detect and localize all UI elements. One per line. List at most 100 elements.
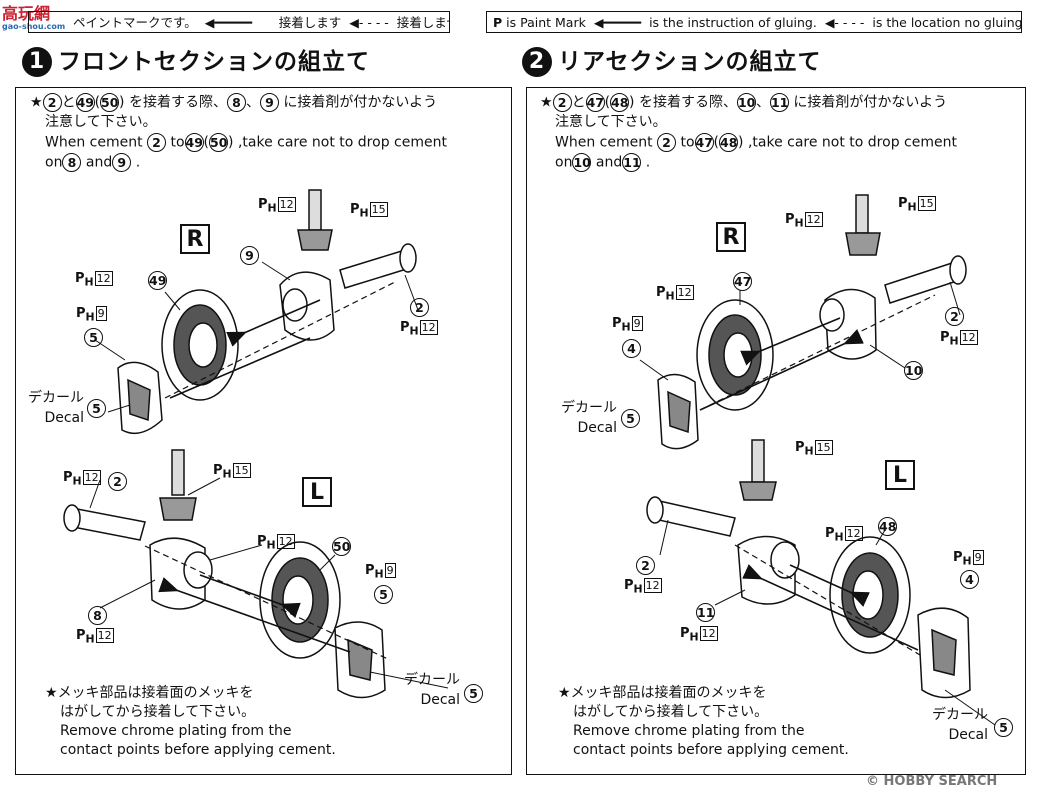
step2-r-brake-disc	[696, 299, 774, 411]
step1-l-axle	[63, 504, 146, 541]
part-label-2: 2	[945, 307, 964, 326]
step2-foot-en-1: Remove chrome plating from the	[573, 723, 805, 739]
part-label-4: 4	[622, 339, 641, 358]
step2-number: 2	[522, 47, 552, 77]
star-icon: ★	[540, 94, 553, 111]
part-label-50: 50	[332, 537, 351, 556]
step1-foot-en-2: contact points before applying cement.	[60, 742, 336, 758]
part-label-4: 4	[960, 570, 979, 589]
part-11: 11	[769, 93, 789, 112]
part-9: 9	[259, 93, 279, 112]
part-48: 48	[610, 93, 630, 112]
step2-l-arrow-upper	[789, 564, 870, 607]
step1-note-en-1: When cement 2 to49(50) ,take care not to…	[45, 133, 447, 152]
step2-l-upright	[737, 439, 800, 605]
part-label-9: 9	[240, 246, 259, 265]
star-icon: ★	[30, 94, 43, 111]
step1-note-jp-2: 注意して下さい。	[45, 114, 157, 130]
part-label-5: 5	[621, 409, 640, 428]
step2-foot-en-2: contact points before applying cement.	[573, 742, 849, 758]
step1-panel	[15, 87, 512, 775]
paint-mark-icon: P	[493, 15, 503, 30]
part-label-2: 2	[636, 556, 655, 575]
step1-title: フロントセクションの組立て	[58, 49, 370, 75]
step2-side-l: L	[885, 460, 915, 490]
credit-watermark: © HOBBY SEARCH	[866, 774, 998, 789]
step1-r-arrow-lower	[169, 337, 311, 399]
legend-en-noglue: is the location no gluing.	[872, 15, 1022, 30]
solid-arrow-icon: ◀━━━━━	[204, 15, 252, 30]
step1-r-brake-disc	[161, 289, 239, 401]
step1-side-r: R	[180, 224, 210, 254]
step2-r-arrow-lower	[699, 329, 864, 411]
part-8: 8	[226, 93, 246, 112]
step2-note-en-1: When cement 2 to47(48) ,take care not to…	[555, 133, 957, 152]
step1-foot-en-1: Remove chrome plating from the	[60, 723, 292, 739]
solid-arrow-icon: ◀━━━━━	[593, 15, 642, 30]
legend-jp-noglue: 接着しません	[396, 15, 449, 30]
step2-l-dash-line	[734, 544, 921, 656]
legend-jp-paint: ペイントマークです。	[73, 15, 197, 30]
step2-foot-jp-2: はがしてから接着して下さい。	[573, 704, 769, 720]
step2-l-arrow-lower	[742, 564, 919, 651]
step2-title: リアセクションの組立て	[558, 49, 822, 75]
star-icon: ★	[45, 685, 58, 701]
step1-side-l: L	[302, 477, 332, 507]
part-label-5: 5	[87, 399, 106, 418]
step1-number: 1	[22, 47, 52, 77]
step1-l-caliper	[334, 621, 386, 699]
part-label-8: 8	[88, 606, 107, 625]
part-label-5: 5	[464, 684, 483, 703]
step1-r-dash-line	[164, 281, 396, 399]
step1-foot-jp-1: ★メッキ部品は接着面のメッキを	[45, 685, 254, 701]
step1-r-caliper	[117, 361, 163, 435]
dashed-arrow-icon: ◀- - - -	[824, 15, 865, 30]
step1-r-axle	[339, 243, 417, 289]
part-label-47: 47	[733, 272, 752, 291]
part-label-2: 2	[108, 472, 127, 491]
step1-l-arrow-upper	[199, 574, 301, 618]
watermark-text: 高玩網	[2, 4, 51, 23]
decal-label: デカール Decal	[932, 707, 988, 743]
part-label-49: 49	[148, 271, 167, 290]
part-label-5: 5	[84, 328, 103, 347]
step1-l-brake-disc	[259, 541, 341, 659]
part-label-10: 10	[904, 361, 923, 380]
copyright-icon: ©	[866, 774, 879, 789]
part-2: 2	[552, 93, 572, 112]
step2-side-r: R	[716, 222, 746, 252]
step2-note-en-2: on10 and11 .	[555, 153, 651, 172]
step1-l-upright	[149, 449, 213, 610]
step2-r-arrow-upper	[740, 317, 841, 366]
legend-japanese: ペイントマークです。 ◀━━━━━ 接着します ◀- - - - 接着しません	[28, 11, 450, 33]
step2-panel	[526, 87, 1026, 775]
step2-r-caliper	[657, 373, 699, 450]
legend-en-glue: is the instruction of gluing.	[649, 15, 817, 30]
step2-foot-jp-1: ★メッキ部品は接着面のメッキを	[558, 685, 767, 701]
step1-l-arrow-lower	[158, 577, 351, 653]
step2-note-jp-2: 注意して下さい。	[555, 114, 667, 130]
step2-r-dash-line	[699, 294, 936, 411]
part-10: 10	[736, 93, 756, 112]
